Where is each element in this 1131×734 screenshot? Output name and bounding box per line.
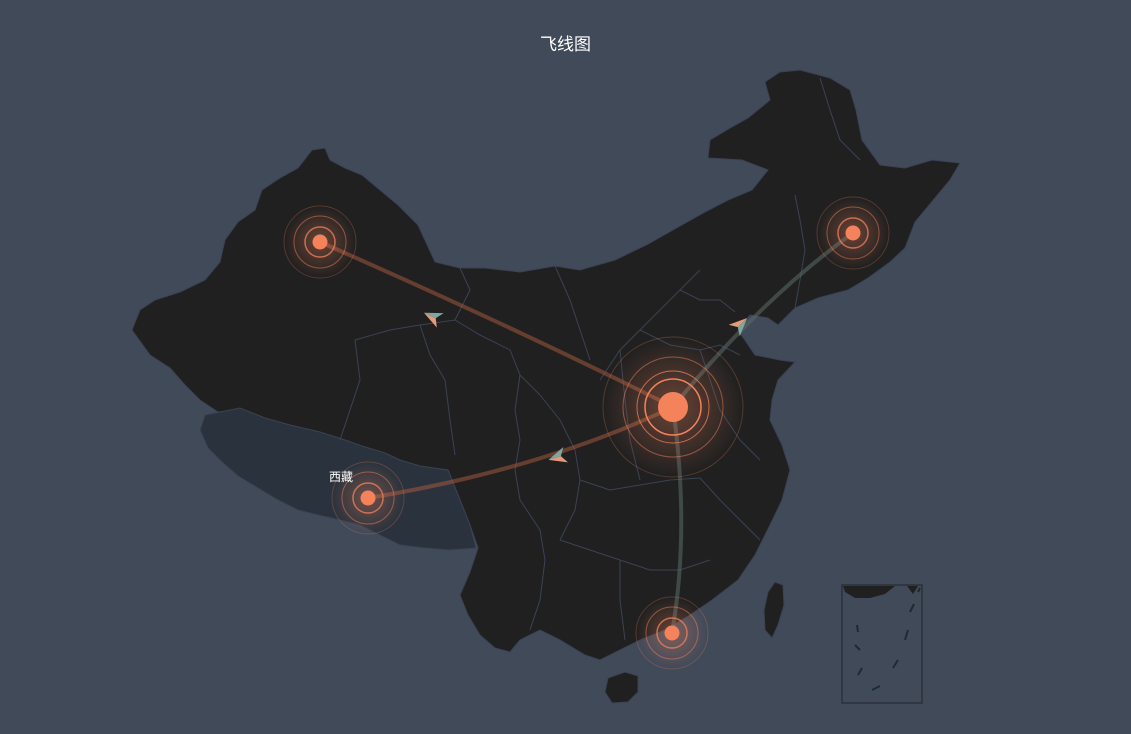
city-points: [283, 196, 890, 670]
city-point-4[interactable]: [331, 461, 405, 535]
hainan-island: [604, 671, 639, 704]
region-label: 西藏: [329, 470, 353, 484]
flow-arrow-3: [548, 447, 568, 463]
city-point-1[interactable]: [283, 205, 357, 279]
taiwan-island: [763, 581, 785, 639]
chart-title: 飞线图: [540, 35, 591, 55]
city-point-3[interactable]: [602, 336, 744, 478]
region-labels: 西藏: [329, 470, 353, 484]
city-point-5[interactable]: [635, 596, 709, 670]
flow-arrow-2: [728, 318, 748, 337]
city-point-2[interactable]: [816, 196, 890, 270]
china-mainland: [131, 69, 961, 661]
south-china-sea-inset: [841, 584, 923, 704]
